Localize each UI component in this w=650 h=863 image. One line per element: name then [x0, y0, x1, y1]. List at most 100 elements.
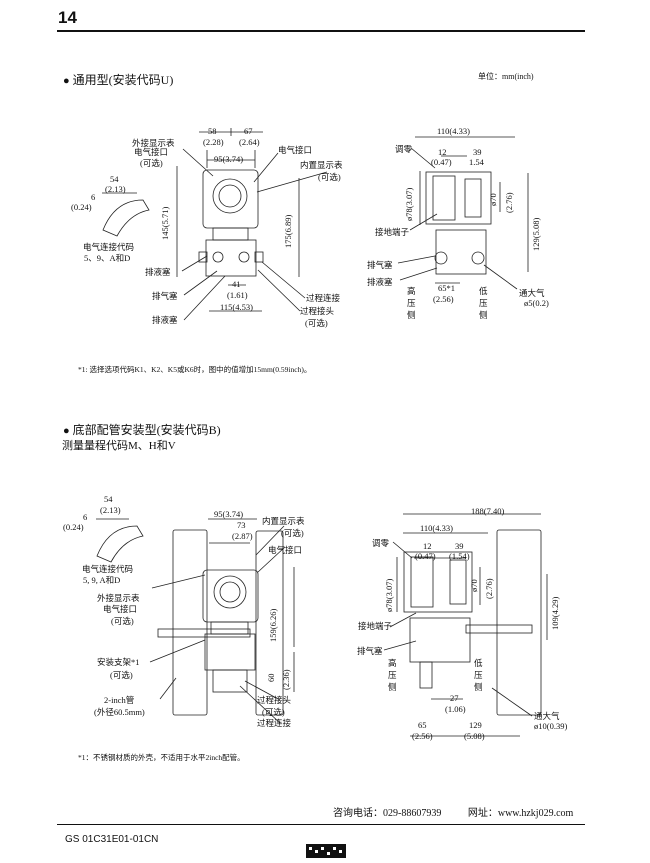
- s2-label-process-conn: 过程连接: [257, 718, 292, 728]
- s2-label-elec-code-values: 5, 9, A和D: [83, 575, 121, 585]
- s2r-label-low-3: 侧: [474, 682, 483, 692]
- s1r-label-atmosphere: 通大气: [519, 288, 545, 298]
- page-number: 14: [58, 8, 77, 27]
- s1r-dim-12-inch: (0.47): [431, 157, 452, 167]
- s1r-label-vent-plug: 排气塞: [367, 260, 393, 270]
- s2-dim-6-inch: (0.24): [63, 522, 84, 532]
- s2r-label-low-1: 低: [474, 658, 483, 668]
- s1r-label-ground-terminal: 接地端子: [375, 227, 410, 237]
- top-rule: [57, 30, 585, 32]
- s1-label-elec-code-values: 5、9、A和D: [84, 253, 131, 263]
- s2-label-optional-d: (可选): [262, 707, 285, 717]
- s2r-dim-188: 188(7.40): [471, 506, 505, 516]
- s2-label-process-flange: 过程接头: [257, 695, 292, 705]
- s2r-label-high-2: 压: [388, 670, 397, 680]
- bottom-rule: [57, 824, 585, 825]
- s1-dim-95: 95(3.74): [214, 154, 244, 164]
- s1-dim-41-inch: (1.61): [227, 290, 248, 300]
- s2r-dim-110: 110(4.33): [420, 523, 453, 533]
- s2-dim-95: 95(3.74): [214, 509, 244, 519]
- s1r-label-high-3: 侧: [407, 310, 416, 320]
- s2r-dim-12: 12: [423, 541, 432, 551]
- s2r-dim-12-inch: (0.47): [415, 551, 436, 561]
- s1-label-optional-c: (可选): [305, 318, 328, 328]
- unit-label: 单位：mm(inch): [478, 72, 534, 81]
- s2-dim-73: 73: [237, 520, 246, 530]
- s2r-dim-65-inch: (2.56): [412, 731, 433, 741]
- s1-label-elec-conn-b: 电气接口: [278, 145, 313, 155]
- s1-label-optional-a: (可选): [140, 158, 163, 168]
- s1-dim-67-inch: (2.64): [239, 137, 260, 147]
- s2r-dim-39: 39: [455, 541, 464, 551]
- s1r-label-low-3: 侧: [479, 310, 488, 320]
- section2-subheading: 测量量程代码M、H和V: [62, 440, 176, 452]
- section2-footnote: *1：不锈钢材质的外壳，不适用于水平2inch配管。: [78, 753, 245, 762]
- s2r-dim-27-inch: (1.06): [445, 704, 466, 714]
- s2r-label-ground-terminal: 接地端子: [358, 621, 393, 631]
- s2r-label-high-1: 高: [388, 658, 397, 668]
- s2r-label-vent-dia: ø10(0.39): [534, 721, 568, 731]
- s2-label-pipe: 2-inch管: [104, 695, 135, 705]
- s2-label-elec-code: 电气连接代码: [82, 564, 134, 574]
- s1r-label-high-2: 压: [407, 298, 416, 308]
- s1-label-ext-display: 外接显示表: [132, 138, 175, 148]
- s1-label-elec-conn-a: 电气接口: [134, 147, 169, 157]
- s2-label-elec-conn-b: 电气接口: [103, 604, 138, 614]
- s1r-dim-39-inch: 1.54: [469, 157, 484, 167]
- s2-label-bracket: 安装支架*1: [97, 657, 140, 667]
- s1r-dim-39: 39: [473, 147, 482, 157]
- s2r-dim-39-inch: (1.54): [449, 551, 470, 561]
- s1-label-drain-plug-b: 排液塞: [152, 315, 178, 325]
- s1-label-process-conn: 过程连接: [306, 293, 341, 303]
- s1-dim-67: 67: [244, 126, 253, 136]
- s1r-dim-65-inch: (2.56): [433, 294, 454, 304]
- s1r-dim-vent-dia: ø5(0.2): [524, 298, 549, 308]
- s1r-dim-65: 65*1: [438, 283, 455, 293]
- section2-heading: ●底部配管安装型(安装代码B): [63, 423, 221, 437]
- s2-dim-54-inch: (2.13): [100, 505, 121, 515]
- s2-label-ext-display: 外接显示表: [97, 593, 140, 603]
- doc-id: GS 01C31E01-01CN: [65, 834, 159, 845]
- s1-label-optional-b: (可选): [318, 172, 341, 182]
- s1-label-drain-plug-a: 排液塞: [145, 267, 171, 277]
- section1-heading: ●通用型(安装代码U): [63, 73, 174, 87]
- s2r-label-low-2: 压: [474, 670, 483, 680]
- contact-line: 咨询电话：029-88607939 网址：www.hzkj029.com: [333, 808, 574, 819]
- s1r-dim-12: 12: [438, 147, 447, 157]
- s2r-label-vent-plug: 排气塞: [357, 646, 383, 656]
- s1r-label-zero-adj: 调零: [395, 144, 413, 154]
- s1-dim-41: 41: [232, 279, 241, 289]
- s2r-dim-129: 129: [469, 720, 482, 730]
- s2-label-optional-a: (可选): [281, 528, 304, 538]
- s1-dim-6-inch: (0.24): [71, 202, 92, 212]
- s2-dim-54: 54: [104, 494, 113, 504]
- s2-dim-73-inch: (2.87): [232, 531, 253, 541]
- s1-dim-54: 54: [110, 174, 119, 184]
- section1-footnote: *1: 选择选项代码K1、K2、K5或K6时，图中的值增加15mm(0.59in…: [78, 365, 312, 374]
- s2-label-optional-b: (可选): [111, 616, 134, 626]
- s1-label-elec-code: 电气连接代码: [83, 242, 135, 252]
- s1r-dim-110: 110(4.33): [437, 126, 470, 136]
- s2r-label-high-3: 侧: [388, 682, 397, 692]
- s1-label-vent-plug: 排气塞: [152, 291, 178, 301]
- s2r-label-atmosphere: 通大气: [534, 711, 560, 721]
- s2-label-int-display: 内置显示表: [262, 516, 305, 526]
- s1r-label-low-2: 压: [479, 298, 488, 308]
- s2-dim-6: 6: [83, 512, 88, 522]
- s1-dim-58: 58: [208, 126, 217, 136]
- s2-label-pipe-od: (外径60.5mm): [94, 707, 145, 717]
- s1-dim-115: 115(4.53): [220, 302, 253, 312]
- s1-label-int-display: 内置显示表: [300, 160, 343, 170]
- s2r-label-zero-adj: 调零: [372, 538, 390, 548]
- s1-dim-6: 6: [91, 192, 96, 202]
- s1r-label-drain-plug: 排液塞: [367, 277, 393, 287]
- s2r-dim-27: 27: [450, 693, 459, 703]
- s2-label-optional-c: (可选): [110, 670, 133, 680]
- s1-dim-54-inch: (2.13): [105, 184, 126, 194]
- s1r-label-high-1: 高: [407, 286, 416, 296]
- s2r-dim-129-inch: (5.08): [464, 731, 485, 741]
- s1-label-process-flange: 过程接头: [300, 306, 335, 316]
- s1-dim-58-inch: (2.28): [203, 137, 224, 147]
